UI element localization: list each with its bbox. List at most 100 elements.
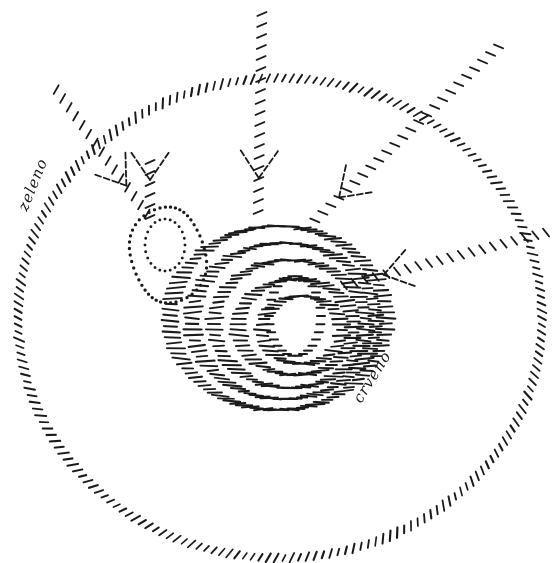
ring-stroke [497,188,505,189]
body-dash [223,256,241,257]
arrow-stroke [494,45,503,49]
ring-stroke [360,543,361,550]
body-dash [163,315,177,316]
ring-stroke [42,211,46,217]
body-dash [321,379,335,380]
body-dash [223,385,241,387]
body-dash [317,301,331,302]
body-dash [182,267,193,268]
arrow-stroke [478,60,487,64]
loop-dot [159,300,162,303]
ring-stroke [98,141,100,149]
arrow-stroke [257,56,266,60]
ring-stroke [414,111,422,116]
body-dash [343,365,354,366]
ring-stroke [488,176,497,177]
ring-stroke [15,301,23,306]
ring-stroke [313,78,317,83]
ring-stroke [345,547,347,555]
body-dash [193,290,206,291]
arrow-stroke [60,94,65,103]
body-dash [241,271,253,272]
arrow-stroke [454,82,463,86]
body-dash [172,277,190,278]
body-dash [313,249,330,250]
arrow-stroke [257,34,266,38]
arrow-head-stroke [348,195,354,196]
body-dash [210,335,220,336]
arrow-head-stroke [246,158,249,163]
ring-stroke [533,365,540,371]
ring-stroke [437,506,438,514]
ring-stroke [379,94,386,100]
arrow-stroke [398,135,407,139]
body-dash [376,329,394,330]
arrow-head-stroke [275,151,278,156]
arrow-head-stroke [264,166,268,171]
loop-dot [169,206,172,209]
body-dash [351,356,362,357]
body-dash [311,283,329,285]
loop-dot [204,253,207,256]
arrow-stroke [67,103,72,112]
body-dash [230,403,245,404]
body-dash [253,382,263,383]
body-dash [369,315,384,316]
ring-stroke [393,101,401,107]
loop-dot [147,293,150,296]
arrow-stroke [73,112,78,121]
ring-stroke [22,258,28,264]
ring-stroke [87,151,89,158]
body-dash [348,252,359,253]
body-dash [343,265,354,266]
loop-dot [132,266,135,269]
body-dash [275,358,286,359]
ring-stroke [129,118,130,125]
body-dash [377,317,396,318]
arrow-stroke [430,105,439,109]
body-dash [362,288,372,289]
body-dash [346,269,360,271]
body-dash [301,245,317,246]
arrow-stroke [437,256,443,264]
ring-stroke [170,96,171,105]
body-dash [361,318,371,319]
body-dash [358,324,373,325]
loop-dot [146,257,149,260]
arrow-stroke [256,100,265,104]
body-dash [184,306,202,307]
ring-stroke [84,480,93,482]
ring-stroke [491,182,502,183]
loop-dot [154,266,157,269]
body-dash [325,238,341,239]
body-dash [185,317,199,319]
body-dash [244,393,255,394]
loop-dot [137,278,140,281]
body-dash [330,313,344,314]
body-dash [352,256,366,257]
body-dash [162,309,178,311]
body-dash [334,357,348,358]
body-dash [342,282,354,284]
body-dash [306,404,325,405]
ring-stroke [57,185,62,194]
body-dash [177,363,192,365]
arrows-group [54,12,549,289]
body-dash [368,304,380,305]
body-dash [171,353,186,354]
ring-stroke [188,541,196,548]
body-dash [336,245,351,246]
ring-stroke [538,302,546,306]
ring-stroke [67,464,78,466]
body-dash [324,254,342,255]
ring-stroke [45,203,51,212]
ring-stroke [64,458,73,459]
ring-stroke [481,466,484,474]
ring-stroke [451,138,460,141]
body-dash [249,395,263,396]
ring-stroke [89,485,98,488]
ring-stroke [534,358,541,364]
ring-stroke [387,98,392,102]
ring-stroke [536,344,544,349]
body-dash [312,370,329,372]
